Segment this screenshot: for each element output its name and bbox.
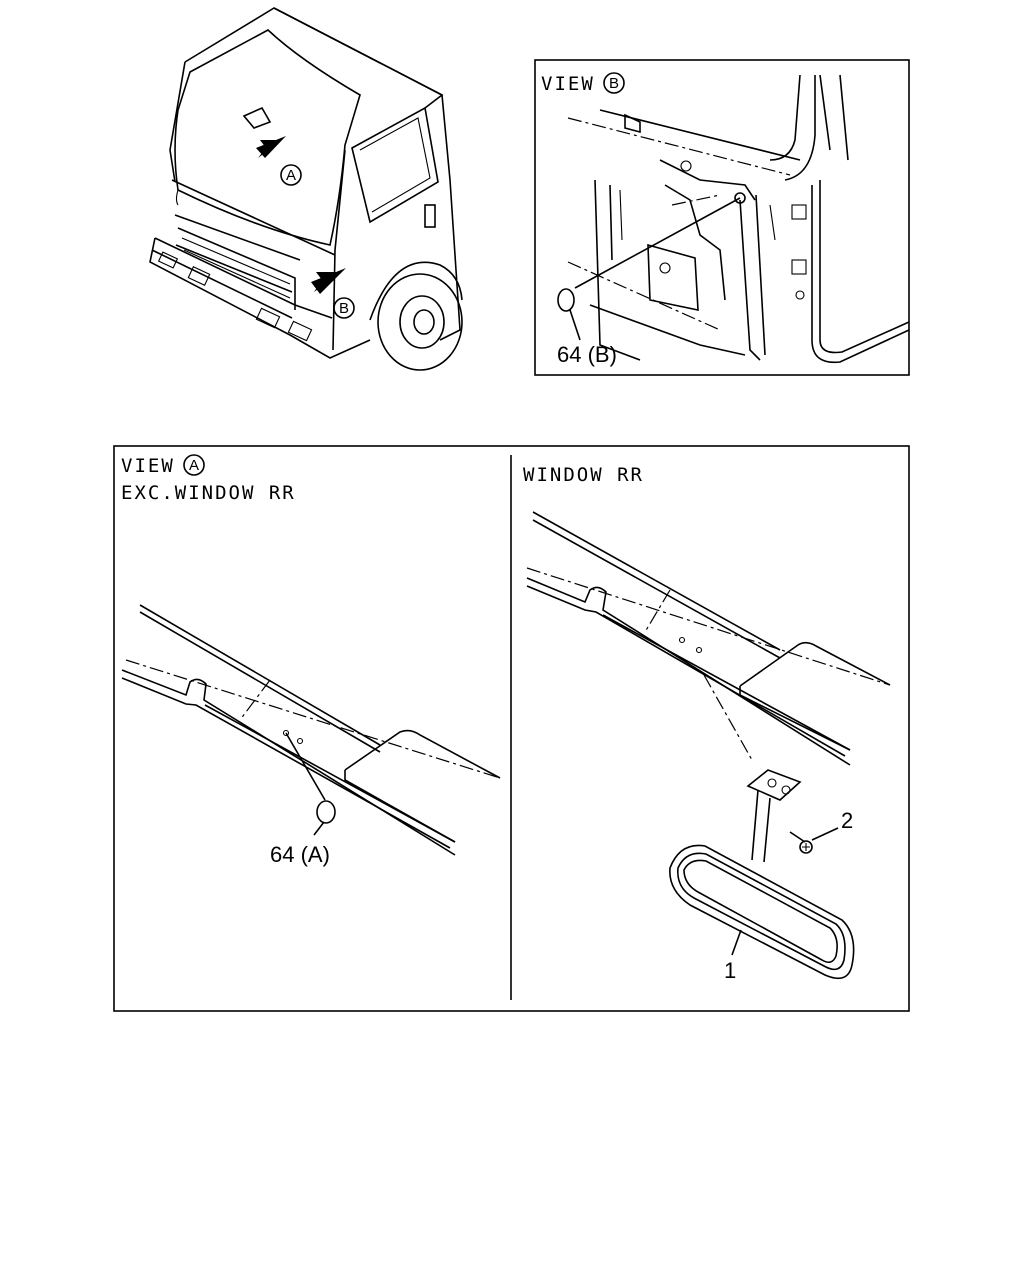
marker-a-circle [280, 164, 302, 186]
view-b-title: VIEW [541, 73, 595, 95]
lower-panel [113, 445, 910, 1012]
view-a-callout: 64 (A) [270, 842, 330, 867]
view-b-marker: B [609, 75, 619, 92]
view-a-illustration [121, 604, 501, 856]
view-b-panel [534, 59, 910, 376]
overview-marker-a: A [286, 167, 296, 184]
view-a-title: VIEW [121, 455, 175, 477]
window-rr-callout-screw: 2 [841, 808, 853, 833]
view-a-subtitle: EXC.WINDOW RR [121, 482, 296, 504]
window-rr-illustration [526, 511, 891, 980]
window-rr-callout-mirror: 1 [724, 958, 736, 983]
marker-b-circle [333, 297, 355, 319]
overview-marker-b: B [339, 300, 349, 317]
truck-overview-illustration [149, 7, 463, 371]
window-rr-title: WINDOW RR [523, 464, 644, 486]
view-b-callout: 64 (B) [557, 342, 617, 367]
view-b-illustration [557, 74, 910, 364]
view-a-marker: A [189, 457, 199, 474]
